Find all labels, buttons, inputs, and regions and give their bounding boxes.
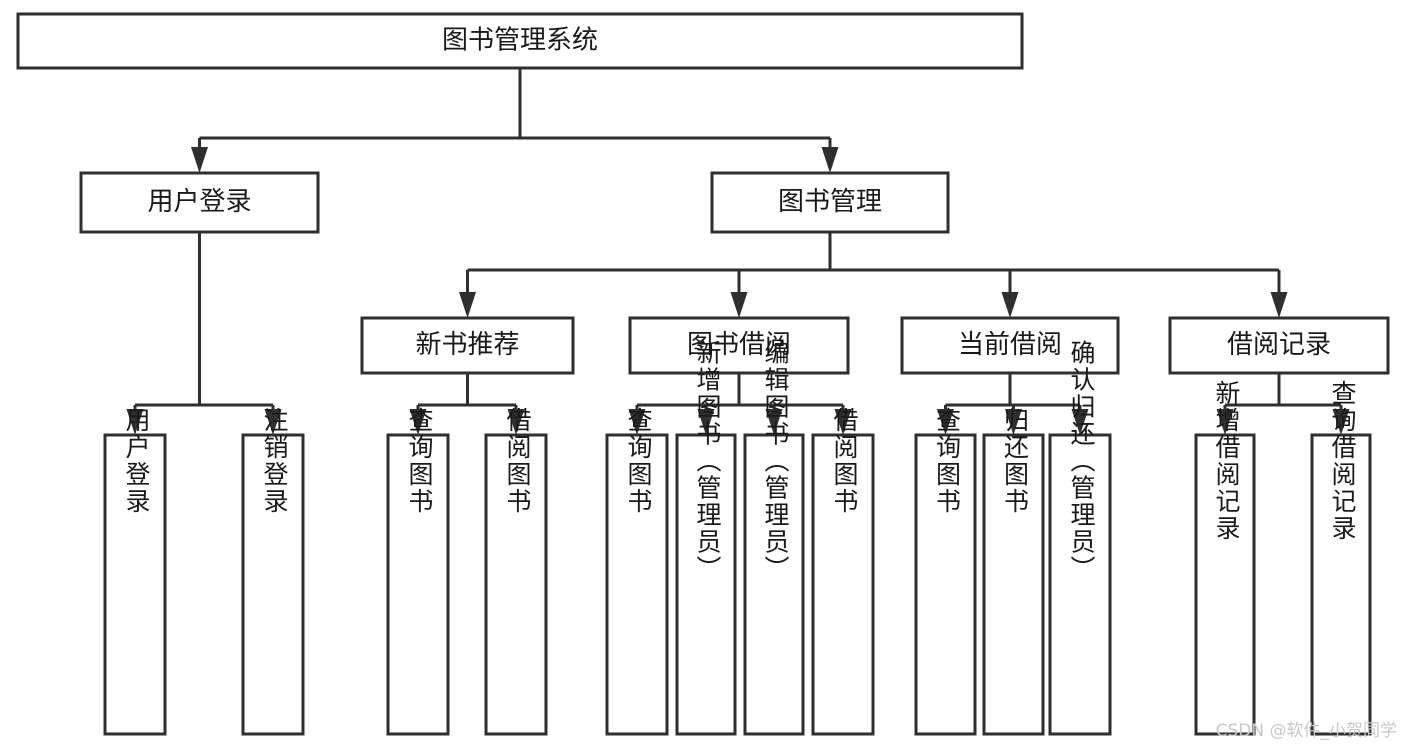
connector-current-borrow: [937, 373, 1089, 435]
node-leaf-query-book-rec[interactable]: 查询图书: [386, 407, 450, 736]
node-leaf-add-book-admin[interactable]: 新增图书（管理员）: [675, 340, 737, 736]
node-box-leaf-confirm-return-admin[interactable]: [1048, 433, 1112, 736]
node-leaf-edit-book-admin[interactable]: 编辑图书（管理员）: [743, 340, 805, 736]
node-box-leaf-query-borrow-record[interactable]: [1310, 433, 1372, 736]
node-box-leaf-logout[interactable]: [241, 433, 305, 736]
node-label-borrow-record: 借阅记录: [1227, 330, 1331, 360]
node-book-borrow[interactable]: 图书借阅: [628, 316, 850, 375]
node-box-leaf-user-login[interactable]: [103, 433, 167, 736]
node-box-book-manage[interactable]: [710, 171, 950, 234]
node-box-leaf-borrow-book-rec[interactable]: [484, 433, 548, 736]
node-box-user-login[interactable]: [79, 171, 320, 234]
connector-borrow-record: [1216, 373, 1350, 435]
node-leaf-query-borrow-record[interactable]: 查询借阅记录: [1310, 380, 1372, 736]
node-leaf-return-book[interactable]: 归还图书: [982, 407, 1045, 736]
node-layer: 图书管理系统用户登录图书管理新书推荐图书借阅当前借阅借阅记录用户登录注销登录查询…: [16, 12, 1390, 736]
node-current-borrow[interactable]: 当前借阅: [900, 316, 1120, 375]
node-root[interactable]: 图书管理系统: [16, 12, 1024, 70]
node-label-leaf-edit-book-admin: 编辑图书（管理员）: [761, 340, 790, 583]
node-label-leaf-return-book: 归还图书: [1001, 407, 1030, 515]
node-label-leaf-add-book-admin: 新增图书（管理员）: [693, 340, 722, 583]
node-label-book-borrow: 图书借阅: [687, 330, 791, 360]
node-leaf-add-borrow-record[interactable]: 新增借阅记录: [1194, 380, 1256, 736]
node-box-leaf-query-book-current[interactable]: [914, 433, 977, 736]
node-leaf-user-login[interactable]: 用户登录: [103, 407, 167, 736]
connector-new-book-rec: [409, 373, 525, 435]
node-box-book-borrow[interactable]: [628, 316, 850, 375]
node-label-leaf-query-borrow-record: 查询借阅记录: [1328, 380, 1357, 542]
node-label-user-login: 用户登录: [147, 187, 251, 217]
node-user-login[interactable]: 用户登录: [79, 171, 320, 234]
node-label-current-borrow: 当前借阅: [958, 330, 1062, 360]
node-box-leaf-borrow-book[interactable]: [811, 433, 875, 736]
node-label-leaf-borrow-book: 借阅图书: [830, 407, 859, 515]
node-label-root: 图书管理系统: [442, 26, 598, 56]
node-box-current-borrow[interactable]: [900, 316, 1120, 375]
node-box-new-book-rec[interactable]: [360, 316, 575, 375]
node-leaf-borrow-book-rec[interactable]: 借阅图书: [484, 407, 548, 736]
node-box-leaf-add-borrow-record[interactable]: [1194, 433, 1256, 736]
node-label-leaf-query-book-current: 查询图书: [933, 407, 962, 515]
connector-root: [191, 68, 839, 173]
node-leaf-query-book-borrow[interactable]: 查询图书: [605, 407, 669, 736]
node-label-leaf-borrow-book-rec: 借阅图书: [503, 407, 532, 515]
node-label-leaf-user-login: 用户登录: [122, 407, 151, 515]
node-label-leaf-query-book-rec: 查询图书: [405, 407, 434, 515]
node-book-manage[interactable]: 图书管理: [710, 171, 950, 234]
node-leaf-borrow-book[interactable]: 借阅图书: [811, 407, 875, 736]
watermark-label: CSDN @软件_小贺同学: [1215, 721, 1397, 741]
node-label-leaf-add-borrow-record: 新增借阅记录: [1212, 380, 1241, 542]
node-leaf-confirm-return-admin[interactable]: 确认归还（管理员）: [1048, 340, 1112, 736]
node-label-leaf-logout: 注销登录: [260, 407, 289, 515]
node-box-leaf-query-book-borrow[interactable]: [605, 433, 669, 736]
node-box-root[interactable]: [16, 12, 1024, 70]
node-borrow-record[interactable]: 借阅记录: [1168, 316, 1390, 375]
connector-user-login: [126, 232, 282, 435]
node-leaf-query-book-current[interactable]: 查询图书: [914, 407, 977, 736]
node-box-leaf-edit-book-admin[interactable]: [743, 433, 805, 736]
node-label-book-manage: 图书管理: [778, 187, 882, 217]
connector-layer: [126, 68, 1350, 435]
node-label-new-book-rec: 新书推荐: [415, 330, 519, 360]
connector-book-manage: [459, 232, 1288, 318]
node-leaf-logout[interactable]: 注销登录: [241, 407, 305, 736]
node-new-book-rec[interactable]: 新书推荐: [360, 316, 575, 375]
node-label-leaf-confirm-return-admin: 确认归还（管理员）: [1067, 340, 1096, 583]
node-box-leaf-add-book-admin[interactable]: [675, 433, 737, 736]
node-label-leaf-query-book-borrow: 查询图书: [624, 407, 653, 515]
node-box-leaf-return-book[interactable]: [982, 433, 1045, 736]
connector-book-borrow: [628, 373, 852, 435]
node-box-leaf-query-book-rec[interactable]: [386, 433, 450, 736]
node-box-borrow-record[interactable]: [1168, 316, 1390, 375]
